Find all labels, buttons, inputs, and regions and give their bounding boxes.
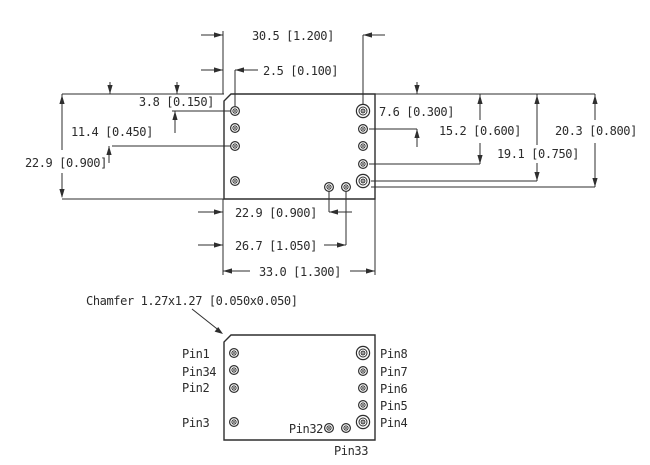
pin32-label: Pin32 <box>289 422 323 436</box>
pin2-pad-top <box>230 141 240 151</box>
pin3-pad <box>229 417 239 427</box>
pin33-pad <box>341 423 351 433</box>
pin7-pad-top <box>358 123 368 134</box>
dim-30-5-label: 30.5 [1.200] <box>252 29 334 43</box>
pin8-pad-top <box>355 103 371 119</box>
pin4-pad-top <box>355 173 371 189</box>
pin5-pad <box>358 400 368 410</box>
pin3-pad-top <box>230 176 240 186</box>
dim-3-8-label: 3.8 [0.150] <box>139 95 214 109</box>
bottom-view: Chamfer 1.27x1.27 [0.050x0.050] Pin1 Pin… <box>86 294 408 458</box>
pin33-pad-top <box>341 182 351 192</box>
pin4-pad <box>355 414 371 430</box>
dim-26-7-label: 26.7 [1.050] <box>235 239 317 253</box>
dim-2-5-label: 2.5 [0.100] <box>263 64 338 78</box>
dim-7-6-label: 7.6 [0.300] <box>379 105 454 119</box>
dim-11-4-label: 11.4 [0.450] <box>71 125 153 139</box>
pin1-pad <box>229 348 239 358</box>
chamfer-leader-arrowhead <box>214 327 223 334</box>
pin6-pad-top <box>358 141 368 151</box>
pin1-label: Pin1 <box>182 347 209 361</box>
pin6-pad <box>358 383 368 393</box>
pin1-pad-top <box>230 105 240 117</box>
top-view: 30.5 [1.200] 2.5 [0.100] 3.8 [0.150] 11.… <box>25 29 637 279</box>
pin2-label: Pin2 <box>182 381 209 395</box>
pin32-pad <box>324 423 334 433</box>
pin7-pad <box>358 366 368 376</box>
chamfer-leader-line <box>191 308 222 333</box>
dim-33-0-label: 33.0 [1.300] <box>259 265 341 279</box>
pin5-label: Pin5 <box>380 399 407 413</box>
module-body-outline-bottom <box>223 334 376 441</box>
pin6-label: Pin6 <box>380 382 407 396</box>
dim-20-3-label: 20.3 [0.800] <box>555 124 637 138</box>
dim-19-1-label: 19.1 [0.750] <box>497 147 579 161</box>
pin8-pad <box>355 345 371 361</box>
module-body-outline <box>223 93 376 200</box>
pin7-label: Pin7 <box>380 365 407 379</box>
chamfer-note: Chamfer 1.27x1.27 [0.050x0.050] <box>86 294 298 308</box>
pin34-pad-top <box>230 122 240 133</box>
pin4-label: Pin4 <box>380 416 407 430</box>
pin8-label: Pin8 <box>380 347 407 361</box>
pin33-label: Pin33 <box>334 444 368 458</box>
pin5-pad-top <box>358 159 368 169</box>
pin32-pad-top <box>324 182 334 192</box>
dim-15-2-label: 15.2 [0.600] <box>439 124 521 138</box>
pin2-pad <box>229 383 239 393</box>
pin34-pad <box>229 365 239 375</box>
dim-22-9-left-label: 22.9 [0.900] <box>25 156 107 170</box>
pin3-label: Pin3 <box>182 416 209 430</box>
pin34-label: Pin34 <box>182 365 216 379</box>
dim-22-9-bottom-label: 22.9 [0.900] <box>235 206 317 220</box>
